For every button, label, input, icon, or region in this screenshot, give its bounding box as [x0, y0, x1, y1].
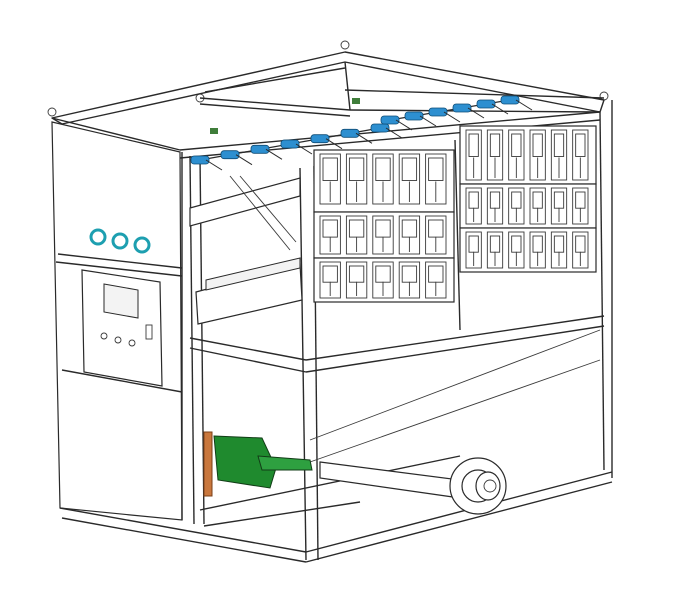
ice-mold-cell	[508, 129, 525, 181]
ice-mold-cell	[572, 231, 589, 269]
ice-mold-cell	[465, 231, 482, 269]
ice-mold-cell	[572, 129, 589, 181]
ice-mold-cell	[345, 215, 368, 255]
ice-mold-cell	[465, 129, 482, 181]
ice-mold-cell	[425, 261, 447, 299]
water-fittings	[190, 95, 533, 171]
drive-motor	[213, 435, 313, 489]
pressure-gauges	[89, 228, 151, 254]
water-fitting	[250, 144, 283, 160]
ice-mold-cell	[529, 129, 546, 181]
water-fitting	[370, 123, 403, 139]
ice-chute	[189, 175, 303, 325]
water-fitting	[428, 107, 461, 123]
ice-mold-cell	[345, 153, 368, 205]
ice-mold-cell	[372, 215, 394, 255]
ice-mold-cell	[398, 153, 421, 205]
water-fitting	[310, 134, 343, 150]
ice-mold-cell	[486, 231, 504, 269]
electrical-box	[81, 269, 163, 387]
ice-mold-cell	[508, 187, 525, 225]
ice-mold-cell	[319, 153, 341, 205]
ice-mold-cell	[398, 215, 421, 255]
water-fitting	[476, 99, 509, 115]
ice-mold-cell	[319, 215, 341, 255]
hmi-screen	[103, 283, 139, 319]
screw-conveyor	[319, 457, 507, 515]
ice-mold-cell	[465, 187, 482, 225]
ice-mold-cell	[319, 261, 341, 299]
ice-mold-cell	[572, 187, 589, 225]
water-fitting	[280, 139, 313, 155]
copper-pipe	[203, 431, 213, 497]
ice-mold-cell	[486, 129, 504, 181]
ice-mold-cell	[550, 231, 568, 269]
ice-mold-cell	[398, 261, 421, 299]
water-fitting	[340, 128, 373, 144]
water-fitting	[380, 115, 413, 131]
ice-hopper	[309, 329, 601, 463]
ice-mold-cell	[345, 261, 368, 299]
ice-mold-cell	[372, 153, 394, 205]
water-fitting	[220, 150, 253, 166]
water-fitting	[500, 95, 533, 111]
ice-mold-cell	[550, 129, 568, 181]
water-fitting	[404, 111, 437, 127]
ice-mold-cell	[372, 261, 394, 299]
ice-mold-cell	[529, 187, 546, 225]
ice-mold-cell	[529, 231, 546, 269]
ice-mold-cell	[550, 187, 568, 225]
sensors	[210, 98, 360, 134]
water-fitting	[452, 103, 485, 119]
ice-mold-cell	[425, 215, 447, 255]
control-cabinet	[51, 121, 183, 521]
ice-mold-bank	[313, 125, 597, 303]
ice-mold-cell	[486, 187, 504, 225]
water-fitting	[190, 155, 223, 171]
ice-mold-cell	[508, 231, 525, 269]
ice-mold-cell	[425, 153, 447, 205]
